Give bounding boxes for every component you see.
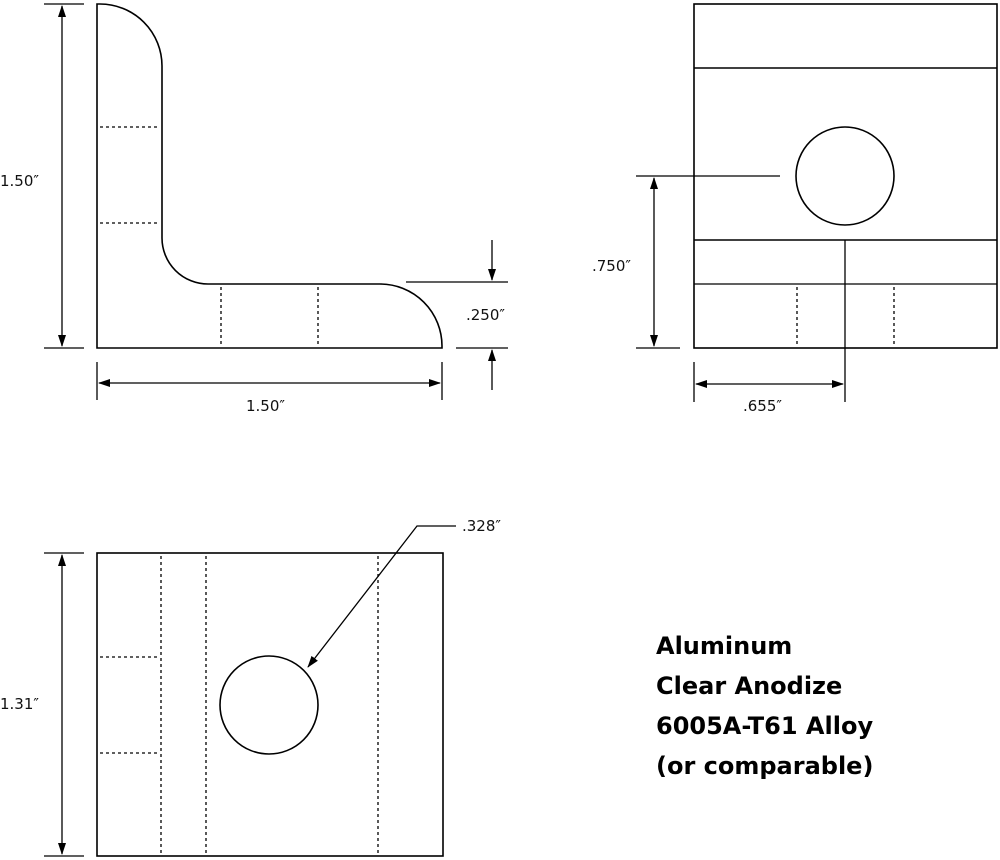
spec-material: Aluminum xyxy=(656,632,793,660)
dimension-label-hole-diameter: .328″ xyxy=(462,517,501,535)
dimension-label-hole-offset: .655″ xyxy=(743,397,782,415)
spec-note: (or comparable) xyxy=(656,752,874,780)
top-view: .328″ 1.31″ xyxy=(0,517,501,857)
top-outline xyxy=(96,552,444,857)
spec-alloy: 6005A-T61 Alloy xyxy=(656,712,874,740)
dimension-label-side-height: 1.50″ xyxy=(0,172,39,190)
dimension-label-side-width: 1.50″ xyxy=(246,397,285,415)
mounting-hole xyxy=(219,655,319,755)
spec-finish: Clear Anodize xyxy=(656,672,843,700)
dimension-label-hole-height: .750″ xyxy=(592,257,631,275)
side-profile-outline xyxy=(96,3,443,349)
dimension-label-base-depth: 1.31″ xyxy=(0,695,39,713)
material-spec-block: Aluminum Clear Anodize 6005A-T61 Alloy (… xyxy=(656,626,873,786)
leader-line xyxy=(307,525,456,668)
mounting-hole xyxy=(795,126,895,226)
side-view: 1.50″ 1.50″ .250″ xyxy=(0,3,508,415)
dimension-label-flange-thickness: .250″ xyxy=(466,306,505,324)
front-view: .750″ .655″ xyxy=(592,3,998,415)
